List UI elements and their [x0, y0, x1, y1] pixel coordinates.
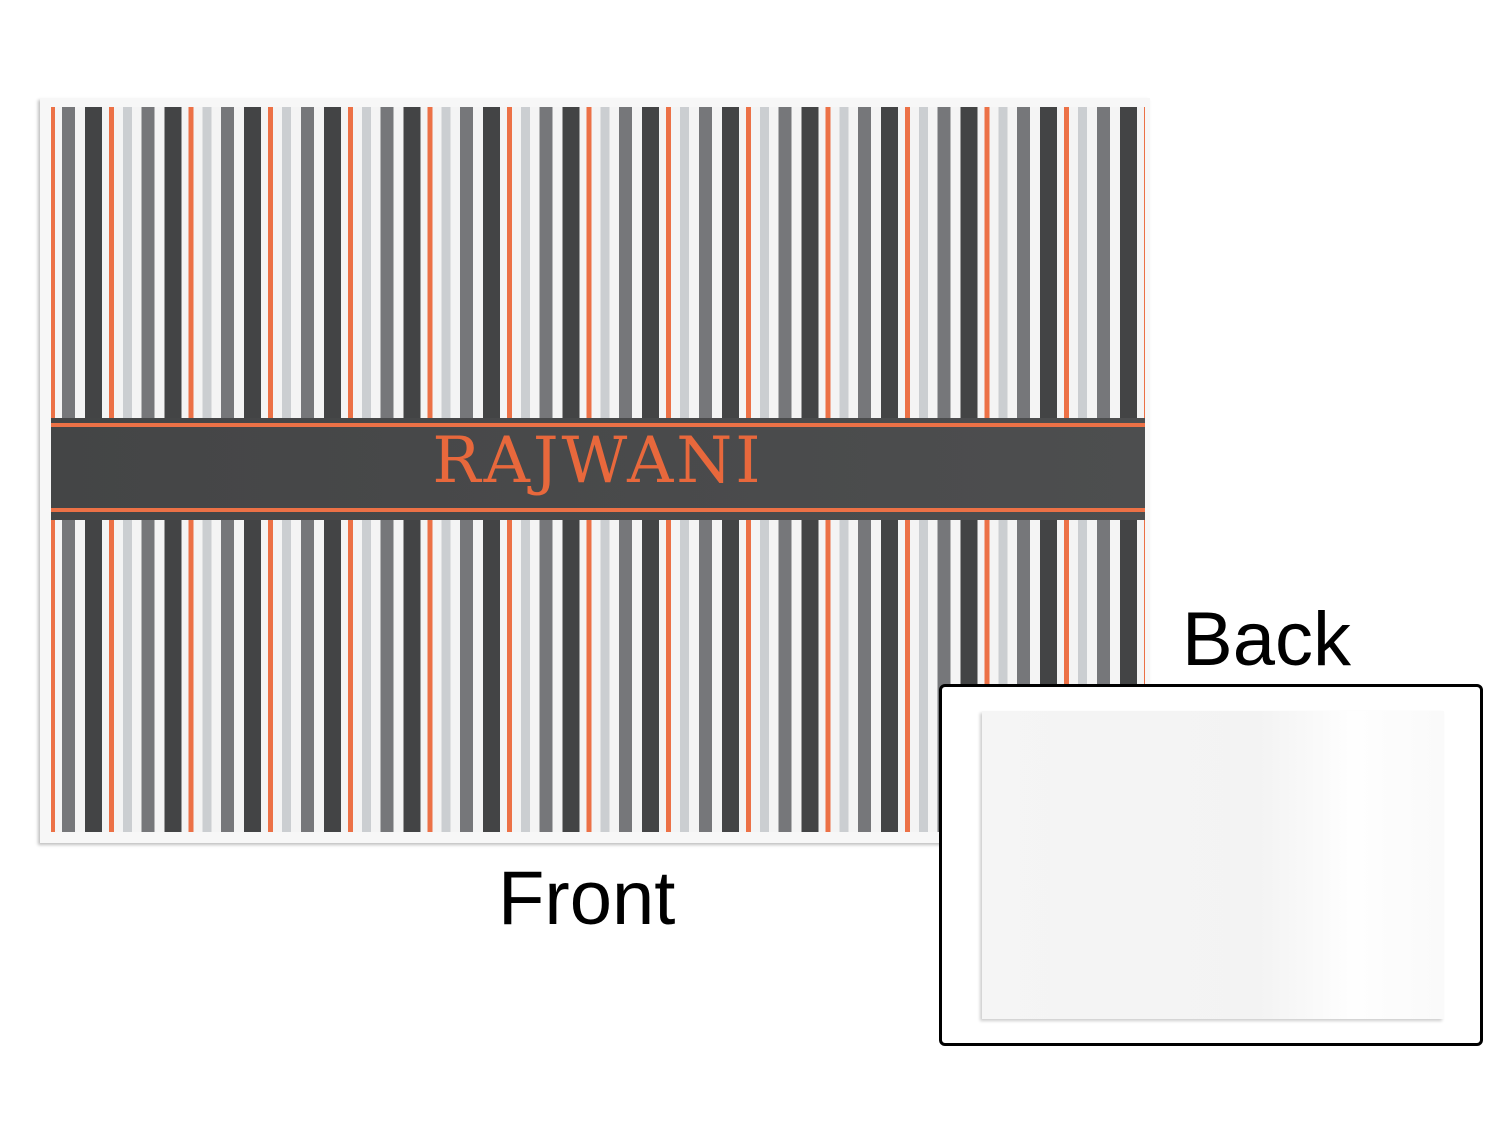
monogram-text: RAJWANI: [432, 424, 764, 498]
back-preview-frame: [939, 684, 1483, 1046]
band-bottom-line: [51, 508, 1145, 512]
back-label: Back: [1182, 597, 1351, 682]
front-label: Front: [498, 856, 676, 941]
name-band: RAJWANI: [51, 418, 1145, 520]
back-card: [982, 711, 1444, 1019]
front-card: RAJWANI: [40, 98, 1150, 843]
band-top-line: [51, 423, 1145, 427]
